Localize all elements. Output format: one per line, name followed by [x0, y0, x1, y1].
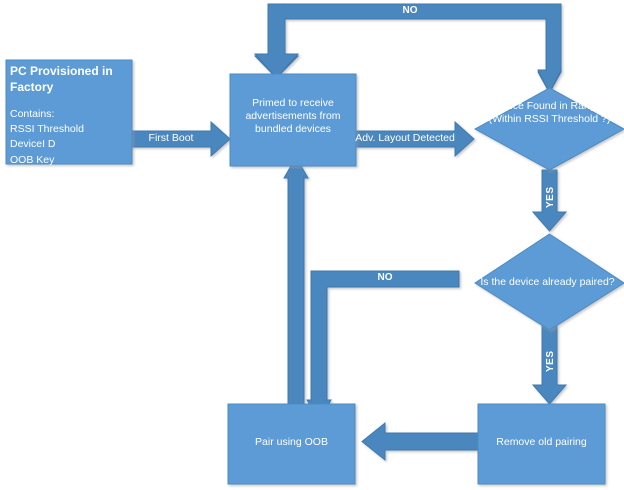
node-pc-provisioned-title: PC Provisioned in Factory [10, 63, 128, 95]
node-pc-provisioned-item-deviceid: DeviceI D [10, 138, 56, 151]
node-already-paired[interactable] [474, 233, 624, 331]
node-pc-provisioned-item-oobkey: OOB Key [10, 153, 55, 166]
node-pair-oob[interactable] [227, 403, 356, 485]
node-pc-provisioned-item-rssi: RSSI Threshold [10, 123, 84, 136]
edge-not-found-no [253, 3, 562, 95]
edge-first-boot [130, 120, 231, 158]
edge-paired-back-to-primed [283, 155, 309, 406]
node-primed[interactable] [229, 73, 357, 167]
edge-removed-to-pair [361, 421, 479, 462]
node-pc-provisioned[interactable] [5, 59, 133, 165]
node-pc-provisioned-title-text: PC Provisioned in Factory [10, 64, 113, 95]
edge-found-yes [531, 169, 568, 232]
node-device-found[interactable] [473, 87, 624, 171]
edge-not-paired-no [306, 270, 460, 423]
node-pc-provisioned-body: Contains: RSSI Threshold DeviceI D OOB K… [10, 107, 128, 168]
node-remove-old-pairing[interactable] [477, 403, 606, 485]
edge-adv-detected [354, 120, 475, 158]
edge-paired-yes [531, 325, 568, 405]
node-pc-provisioned-contains-heading: Contains: [10, 108, 55, 120]
